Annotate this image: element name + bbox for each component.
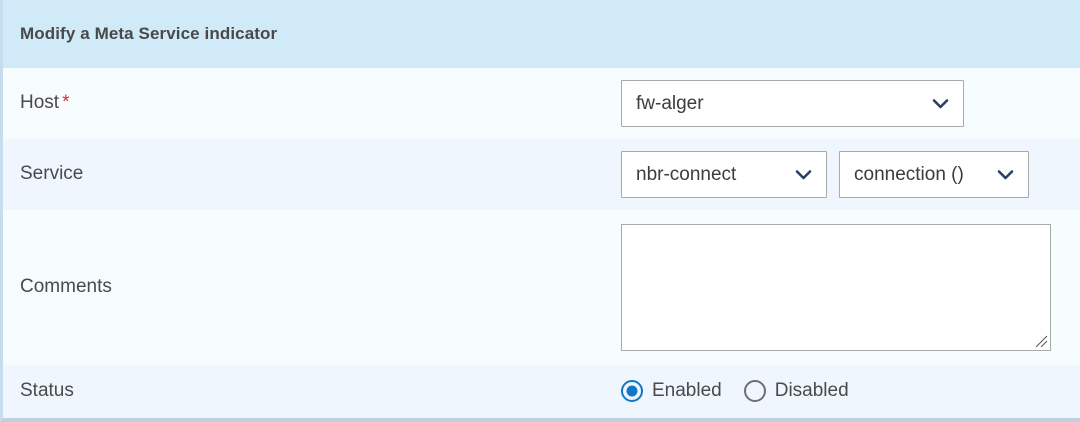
resize-handle-icon[interactable] xyxy=(1035,335,1048,348)
status-radio-enabled[interactable]: Enabled xyxy=(621,380,722,403)
form-row-service: Service nbr-connect connection () xyxy=(3,139,1080,211)
host-select-value: fw-alger xyxy=(636,92,704,114)
metric-select[interactable]: connection () xyxy=(839,151,1029,199)
metric-select-value: connection () xyxy=(854,163,964,185)
required-asterisk: * xyxy=(62,92,70,114)
chevron-down-icon xyxy=(932,98,949,109)
form-row-status: Status Enabled Disabled xyxy=(3,364,1080,418)
form-row-comments: Comments xyxy=(3,210,1080,365)
host-label: Host* xyxy=(20,92,621,115)
status-radio-disabled-label: Disabled xyxy=(774,380,849,402)
comments-textarea[interactable] xyxy=(621,223,1051,351)
comments-label: Comments xyxy=(20,276,621,299)
panel-header: Modify a Meta Service indicator xyxy=(3,0,1080,68)
chevron-down-icon xyxy=(795,169,812,180)
service-label-text: Service xyxy=(20,163,84,185)
status-control: Enabled Disabled xyxy=(621,380,849,403)
service-control: nbr-connect connection () xyxy=(621,151,1029,199)
status-radio-enabled-label: Enabled xyxy=(652,380,722,402)
radio-checked-icon[interactable] xyxy=(621,380,643,403)
host-select[interactable]: fw-alger xyxy=(621,80,964,128)
service-select[interactable]: nbr-connect xyxy=(621,151,827,199)
chevron-down-icon xyxy=(997,169,1014,180)
page-title: Modify a Meta Service indicator xyxy=(20,24,278,43)
status-radio-disabled[interactable]: Disabled xyxy=(743,380,849,403)
service-label: Service xyxy=(20,163,621,186)
comments-label-text: Comments xyxy=(20,276,112,298)
status-label-text: Status xyxy=(20,379,74,401)
host-control: fw-alger xyxy=(621,80,964,128)
status-radio-group: Enabled Disabled xyxy=(621,380,849,403)
radio-unchecked-icon[interactable] xyxy=(743,380,766,403)
comments-control xyxy=(621,223,1051,351)
form-row-host: Host* fw-alger xyxy=(3,68,1080,140)
host-label-text: Host xyxy=(20,92,60,114)
service-select-value: nbr-connect xyxy=(636,163,737,185)
status-label: Status xyxy=(20,380,621,403)
